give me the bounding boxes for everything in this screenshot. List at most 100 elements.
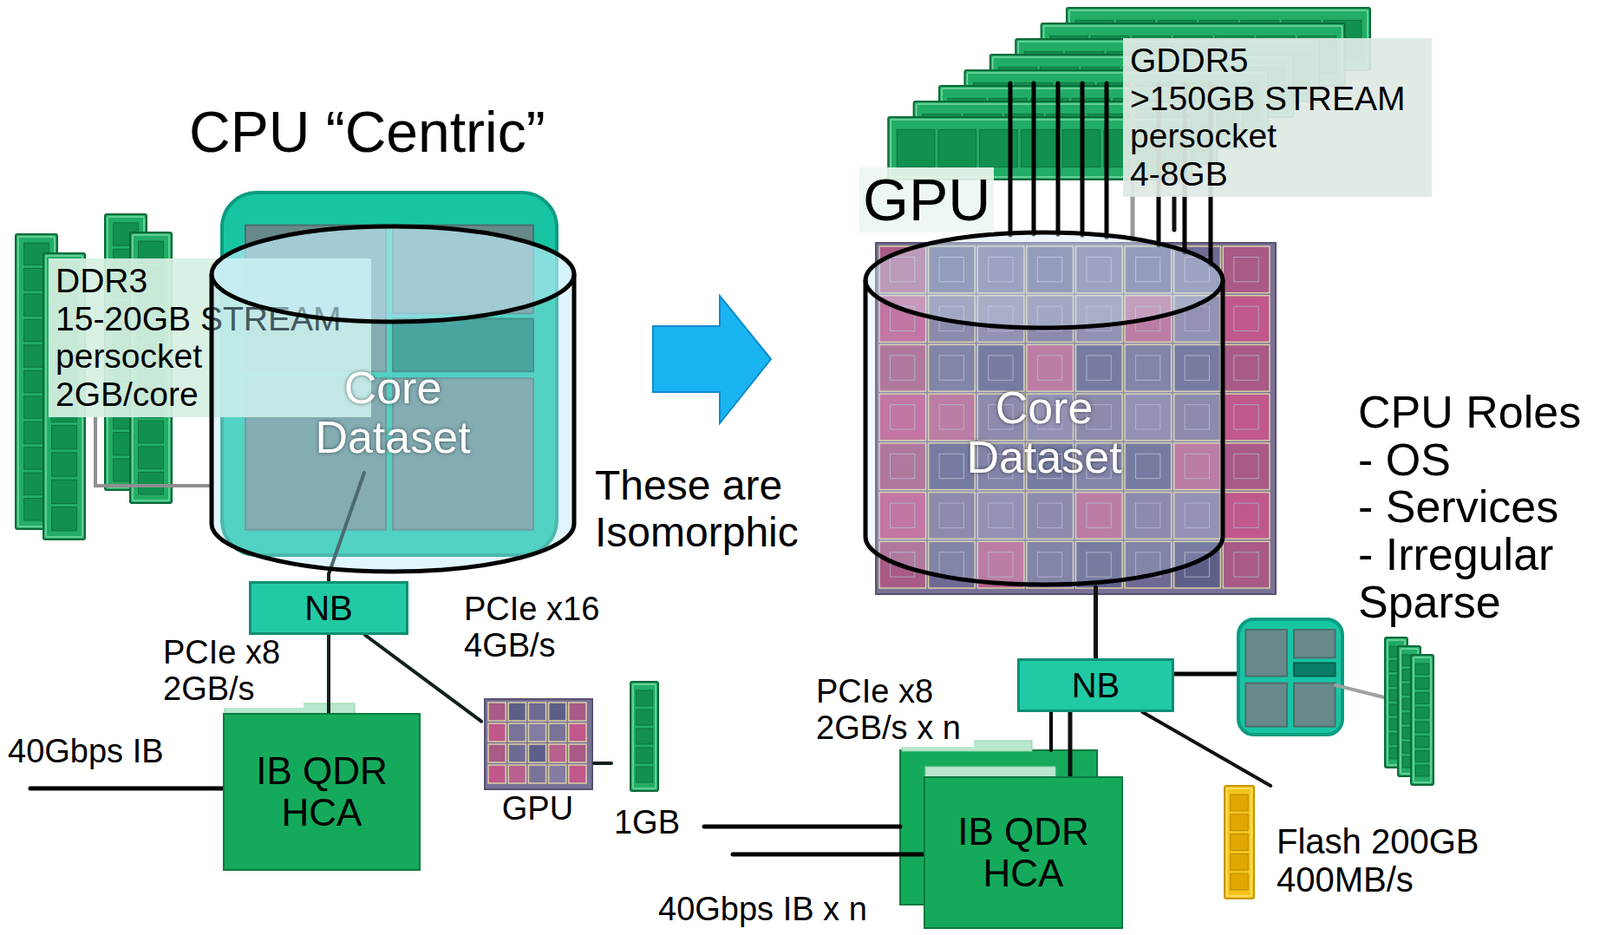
node-text: 1GB <box>610 803 684 842</box>
memory-chip <box>52 452 78 477</box>
memory-chip <box>635 747 653 764</box>
die-block <box>508 764 526 784</box>
transition-arrow <box>653 295 771 424</box>
cpu-link-line <box>1174 672 1239 677</box>
node-text: NB <box>1071 666 1121 705</box>
node-text: 4-8GB <box>1129 155 1425 194</box>
memory-chip <box>52 507 78 531</box>
die-detail <box>1234 306 1259 331</box>
die-block <box>508 744 526 763</box>
memory-chip <box>1415 721 1430 733</box>
node-text: GDDR5 <box>1129 41 1425 80</box>
die-block <box>508 702 526 721</box>
memory-bus-line <box>1008 83 1013 236</box>
memory-chip <box>52 479 78 503</box>
node-text: IB QDR HCA <box>229 750 414 835</box>
edge-label: PCIe x16 4GB/s <box>462 591 622 665</box>
edge-label: PCIe x8 2GB/s <box>161 634 304 708</box>
gpu-chip: GPU <box>481 698 595 828</box>
node-text: Core Dataset <box>288 363 497 463</box>
die-block <box>488 764 506 784</box>
flash-module: Flash 200GB 400MB/s <box>1222 785 1518 901</box>
die-block <box>1222 295 1270 343</box>
bus-connector <box>1093 587 1098 659</box>
memory-chip <box>1230 873 1248 890</box>
memory-module-drawing <box>1410 654 1434 785</box>
memory-chip <box>1230 834 1248 851</box>
memory-chip <box>635 690 653 706</box>
module-edge <box>1413 657 1431 783</box>
node-text: Flash 200GB 400MB/s <box>1276 822 1518 899</box>
bus-connector <box>326 634 331 713</box>
annotation: - Services <box>1358 483 1559 531</box>
gpu-die <box>484 698 593 790</box>
node-text: Core Dataset <box>940 383 1148 483</box>
cpu-cache-band <box>1293 662 1336 676</box>
die-block <box>528 702 546 721</box>
memory-module-drawing <box>630 681 659 791</box>
bus-connector <box>1068 711 1073 777</box>
annotation: 40Gbps IB x n <box>658 891 868 928</box>
dataset-cylinder: Core Dataset <box>208 223 577 575</box>
memory-chip <box>1415 678 1430 690</box>
die-block <box>548 764 567 784</box>
memory-chip <box>138 420 164 444</box>
annotation: 40Gbps IB <box>7 733 164 771</box>
cylinder-body <box>865 232 1223 585</box>
memory-chip <box>52 424 78 449</box>
bus-connector <box>95 417 209 486</box>
module-board <box>1410 654 1434 785</box>
node-text: NB <box>304 588 353 627</box>
memory-chip <box>1230 814 1248 831</box>
memory-chip <box>635 766 653 783</box>
module-board <box>630 681 659 791</box>
die-block <box>568 723 587 742</box>
die-block <box>568 764 587 784</box>
bus-connector <box>326 574 331 582</box>
die-block <box>1222 246 1270 294</box>
cpu-memory-line <box>1335 685 1388 699</box>
memory-chip <box>1415 751 1430 763</box>
hca-box: IB QDR HCA <box>923 776 1124 929</box>
annotation: CPU “Centric” <box>189 100 546 164</box>
memory-chip <box>635 728 653 745</box>
die-block <box>1222 443 1270 490</box>
cpu-chip-drawing <box>1238 619 1343 735</box>
memory-spec-box: GDDR5>150GB STREAM persocket4-8GB <box>1123 38 1432 197</box>
memory-module-drawing <box>1224 785 1254 899</box>
memory-chip <box>1230 794 1248 811</box>
memory-chip <box>1415 692 1430 705</box>
die-detail <box>1234 453 1259 478</box>
memory-chip <box>1415 663 1430 675</box>
die-block <box>548 744 567 763</box>
cpu-core <box>1245 629 1287 677</box>
hca-box: IB QDR HCA <box>222 712 421 871</box>
die-detail <box>1234 256 1259 281</box>
infiniband-link <box>732 852 924 857</box>
memory-stick: 1GB <box>611 681 683 842</box>
die-detail <box>1234 552 1259 577</box>
annotation: These are Isomorphic <box>594 462 830 556</box>
infiniband-link <box>704 824 901 830</box>
annotation: GPU <box>859 167 994 233</box>
northbridge-box: NB <box>248 581 409 635</box>
bus-connector <box>1172 196 1177 230</box>
annotation: CPU Roles <box>1358 388 1581 437</box>
die-block <box>488 723 506 742</box>
node-text: GPU <box>498 790 577 828</box>
memory-chip <box>1020 129 1059 167</box>
die-detail <box>1234 502 1259 528</box>
northbridge-box: NB <box>1017 658 1175 712</box>
die-block <box>488 702 506 721</box>
memory-chip <box>896 129 935 167</box>
annotation: - OS <box>1358 436 1451 484</box>
edge-label: PCIe x8 2GB/s x n <box>814 673 974 747</box>
die-block <box>508 723 526 742</box>
cpu-package <box>1238 619 1343 735</box>
memory-chip <box>138 471 164 495</box>
memory-bus-line <box>1031 83 1037 235</box>
gpu-die-drawing <box>484 698 593 790</box>
memory-chip <box>635 709 653 725</box>
